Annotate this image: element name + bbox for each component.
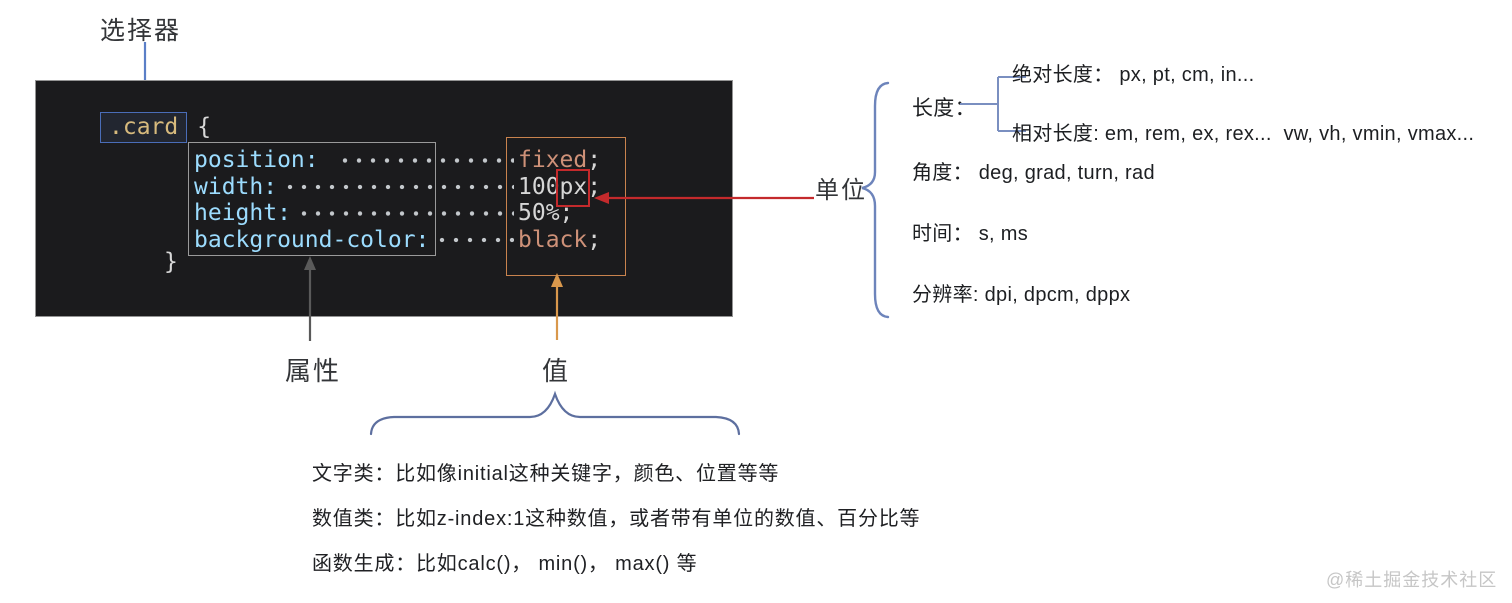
code-row-height: height: 50%; <box>194 200 628 227</box>
value-label: 值 <box>542 356 571 386</box>
property-name: height: <box>194 200 291 227</box>
resolution-item: 分辨率: dpi, dpcm, dppx <box>912 284 1131 306</box>
selector-label: 选择器 <box>100 17 182 45</box>
value-arrow-icon <box>551 273 563 340</box>
unit-brace-icon <box>861 81 890 319</box>
dot-leader <box>336 147 514 174</box>
selector-code-line: .card { <box>100 109 211 145</box>
code-editor-panel: .card { position: fixed; width: 100px; h… <box>35 80 733 317</box>
unit-px-highlight-box: px <box>555 168 590 207</box>
value-type-text-note: 文字类：比如像initial这种关键字，颜色、位置等等 <box>312 463 780 485</box>
value-highlight-box <box>506 137 626 276</box>
semicolon: ; <box>559 200 574 227</box>
dot-leader <box>281 173 514 200</box>
code-row-position: position: fixed; <box>194 147 628 174</box>
semicolon: ; <box>587 173 602 200</box>
property-name: width: <box>194 173 278 200</box>
unit-arrow-icon <box>594 192 814 204</box>
declarations: position: fixed; width: 100px; height: 5… <box>194 147 628 253</box>
watermark: @稀土掘金技术社区 <box>1326 570 1498 590</box>
length-group-label: 长度： <box>912 97 976 120</box>
angle-item: 角度： deg, grad, turn, rad <box>912 162 1155 184</box>
property-label: 属性 <box>285 356 342 386</box>
property-name: position: <box>194 147 333 174</box>
unit-label: 单位 <box>815 177 867 204</box>
property-highlight-box <box>188 142 436 256</box>
time-item: 时间： s, ms <box>912 223 1029 245</box>
relative-length-item: 相对长度: em, rem, ex, rex... vw, vh, vmin, … <box>1012 123 1475 145</box>
absolute-length-item: 绝对长度： px, pt, cm, in... <box>1012 64 1255 86</box>
value-black: black <box>518 226 588 253</box>
semicolon: ; <box>587 226 602 253</box>
value-type-function-note: 函数生成：比如calc()， min()， max() 等 <box>312 553 698 575</box>
value-number: 100 <box>518 173 560 200</box>
code-row-background-color: background-color: black; <box>194 226 628 253</box>
property-name: background-color: <box>194 226 430 253</box>
value-brace-icon <box>369 390 741 436</box>
selector-token: .card <box>100 111 188 143</box>
property-arrow-icon <box>304 256 316 341</box>
semicolon: ; <box>587 147 602 174</box>
value-percent: 50% <box>518 200 560 227</box>
code-row-width: width: 100px; <box>194 168 628 207</box>
close-brace: } <box>164 249 178 275</box>
length-bracket-icon <box>960 76 1026 132</box>
dot-leader <box>294 200 514 227</box>
dot-leader <box>433 226 514 253</box>
open-brace: { <box>197 114 212 140</box>
value-type-number-note: 数值类：比如z-index:1这种数值，或者带有单位的数值、百分比等 <box>312 508 921 530</box>
